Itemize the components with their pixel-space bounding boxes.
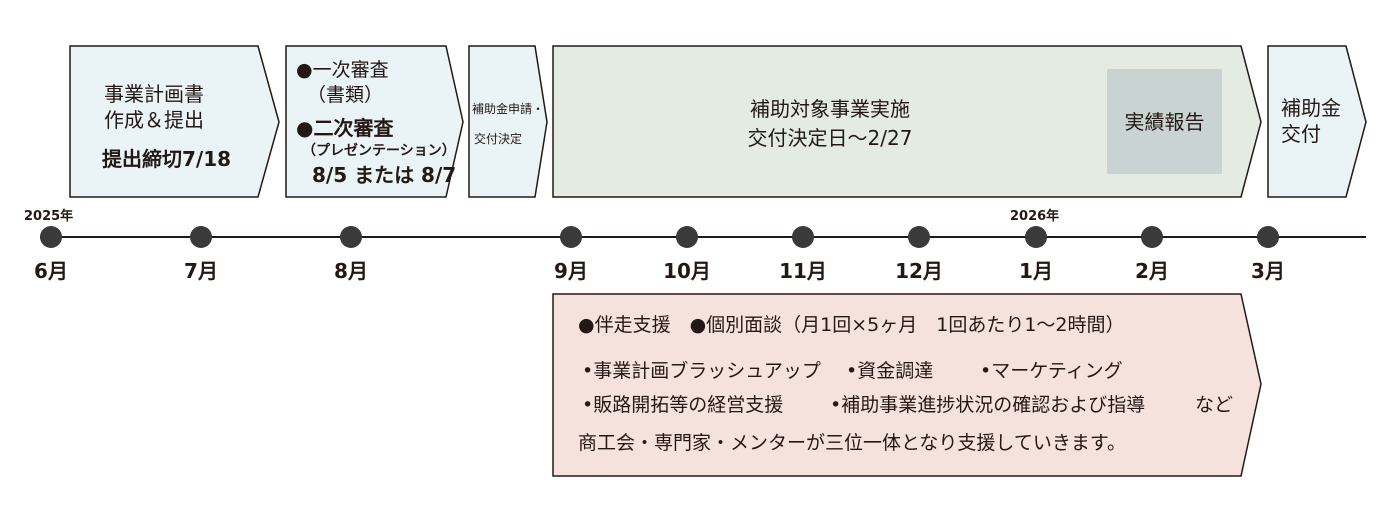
- plan-line1: 事業計画書: [104, 82, 204, 106]
- month-label-sep: 9月: [554, 259, 588, 283]
- apply-line1: 補助金申請・: [472, 102, 545, 116]
- timeline-dot-dec: [908, 226, 930, 248]
- timeline-dot-feb: [1141, 226, 1163, 248]
- plan-step-arrow: [69, 45, 280, 198]
- apply-line2: 交付決定: [474, 132, 523, 146]
- month-label-jan: 1月: [1019, 259, 1053, 283]
- apply-step-arrow: [468, 45, 548, 198]
- month-label-jun: 6月: [34, 259, 68, 283]
- timeline-dot-oct: [676, 226, 698, 248]
- support-item-marketing: •マーケティング: [980, 360, 1123, 382]
- review-step-arrow: [285, 45, 464, 198]
- timeline-dot-nov: [792, 226, 814, 248]
- month-label-jul: 7月: [184, 259, 218, 283]
- timeline-dots: [40, 226, 1279, 248]
- month-label-mar: 3月: [1251, 259, 1285, 283]
- month-label-aug: 8月: [334, 259, 368, 283]
- month-label-nov: 11月: [779, 259, 827, 283]
- support-item-progress-check: •補助事業進捗状況の確認および指導: [830, 394, 1146, 416]
- support-footer: 商工会・専門家・メンターが三位一体となり支援していきます。: [578, 432, 1126, 454]
- plan-line2: 作成＆提出: [104, 108, 204, 132]
- grant-line1: 補助金: [1281, 96, 1341, 120]
- support-arrow: [552, 293, 1262, 477]
- support-item-etc: など: [1195, 394, 1234, 416]
- timeline-dot-jun: [40, 226, 62, 248]
- plan-deadline: 提出締切7/18: [102, 147, 232, 171]
- review-dates: 8/5 または 8/7: [312, 163, 457, 187]
- timeline-dot-sep: [560, 226, 582, 248]
- month-label-feb: 2月: [1135, 259, 1169, 283]
- review-first-sub: （書類）: [307, 84, 384, 106]
- timeline-dot-mar: [1257, 226, 1279, 248]
- grant-step-arrow: [1267, 45, 1367, 198]
- timeline-dot-jul: [190, 226, 212, 248]
- support-headline: ●伴走支援 ●個別面談（月1回×5ヶ月 1回あたり1〜2時間）: [578, 314, 1125, 336]
- review-first: ●一次審査: [296, 59, 389, 81]
- grant-line2: 交付: [1281, 122, 1321, 146]
- implement-line2: 交付決定日〜2/27: [747, 126, 913, 150]
- year-label-2026: 2026年: [1010, 209, 1060, 224]
- support-item-business-plan: •事業計画ブラッシュアップ: [582, 360, 821, 382]
- support-item-funding: •資金調達: [846, 360, 934, 382]
- month-label-dec: 12月: [895, 259, 943, 283]
- implement-line1: 補助対象事業実施: [750, 97, 910, 121]
- implement-step-arrow: [552, 45, 1262, 198]
- review-second-sub: （プレゼンテーション）: [302, 143, 456, 159]
- year-label-2025: 2025年: [24, 209, 74, 224]
- report-box: [1107, 69, 1222, 174]
- report-label: 実績報告: [1124, 110, 1205, 134]
- review-second: ●二次審査: [296, 116, 394, 140]
- timeline-dot-aug: [340, 226, 362, 248]
- timeline-dot-jan: [1025, 226, 1047, 248]
- support-item-sales-channel: •販路開拓等の経営支援: [582, 394, 784, 416]
- month-label-oct: 10月: [663, 259, 711, 283]
